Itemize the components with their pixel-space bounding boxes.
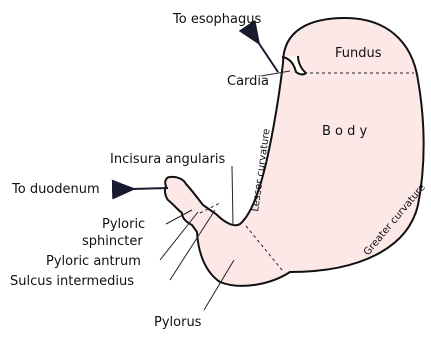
pyloric-antrum-leader [160,212,198,260]
pyloric-sphincter-label-line2: sphincter [82,234,143,249]
pyloric-antrum-label: Pyloric antrum [46,254,141,269]
pyloric-sphincter-label-line1: Pyloric [102,217,145,232]
to-duodenum-label: To duodenum [11,182,100,197]
to-esophagus-label: To esophagus [172,12,261,27]
esophagus-arrow [258,42,278,72]
cardia-label: Cardia [227,74,269,89]
sulcus-intermedius-label: Sulcus intermedius [10,274,134,289]
pylorus-label: Pylorus [154,315,202,330]
duodenum-arrow [132,188,168,189]
fundus-label: Fundus [335,46,382,61]
incisura-leader [232,166,233,226]
incisura-angularis-label: Incisura angularis [110,152,226,167]
body-label: B o d y [322,124,368,139]
